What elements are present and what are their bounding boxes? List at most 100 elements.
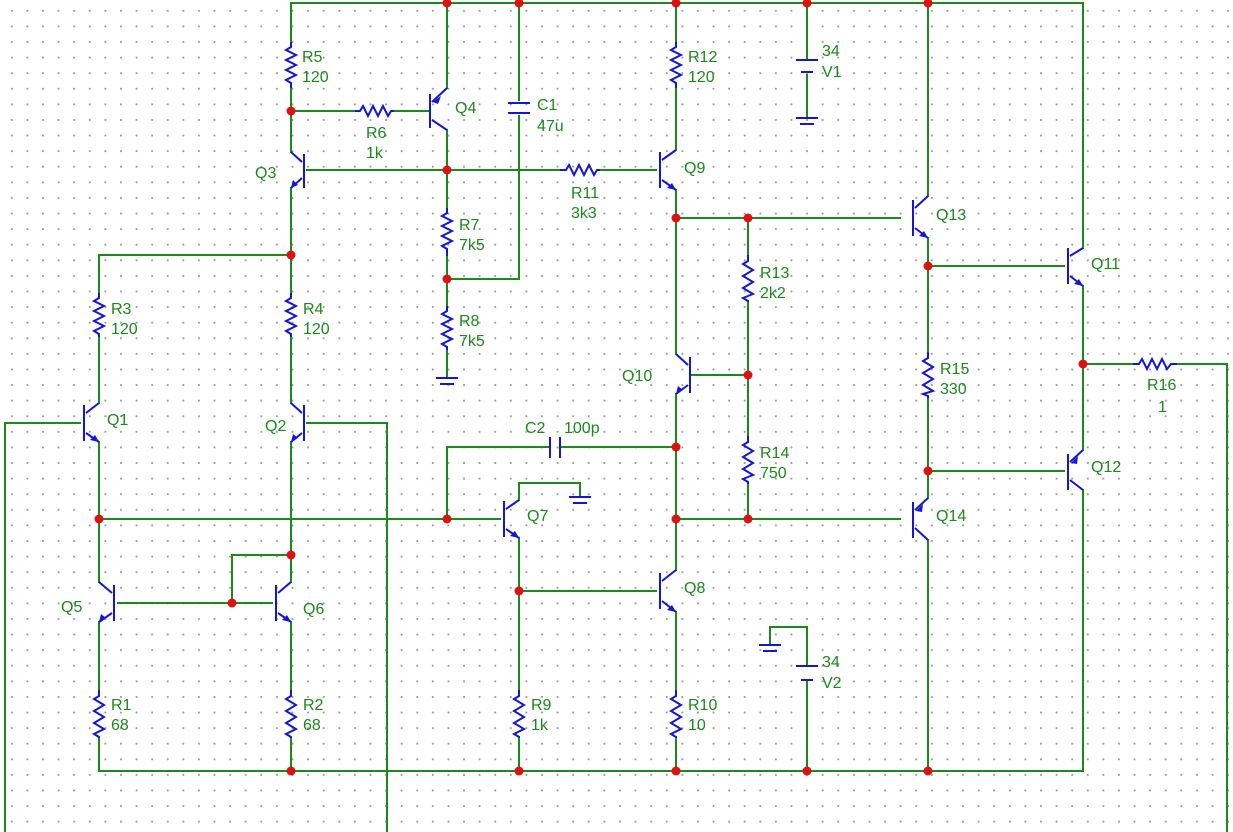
resistor-r15[interactable] bbox=[919, 352, 936, 398]
resistor-r2[interactable] bbox=[283, 690, 299, 738]
grounds bbox=[436, 117, 818, 652]
label-r1-id: R1 bbox=[111, 697, 132, 714]
label-q4: Q4 bbox=[455, 100, 476, 117]
label-v2-value: 34 bbox=[822, 654, 840, 671]
label-q12: Q12 bbox=[1091, 459, 1121, 476]
transistor-q3[interactable] bbox=[290, 151, 305, 189]
label-r11-id: R11 bbox=[571, 185, 599, 202]
label-r15-value: 330 bbox=[940, 381, 967, 398]
label-r3-value: 120 bbox=[111, 321, 138, 338]
label-r14-id: R14 bbox=[760, 445, 789, 462]
label-q3: Q3 bbox=[255, 165, 276, 182]
resistor-r4[interactable] bbox=[283, 293, 299, 337]
label-c2-id: C2 bbox=[525, 420, 546, 437]
transistor-q5[interactable] bbox=[98, 581, 115, 623]
label-q11: Q11 bbox=[1091, 256, 1120, 273]
label-r14-value: 750 bbox=[760, 465, 787, 482]
resistor-r8[interactable] bbox=[439, 306, 455, 350]
label-r7-value: 7k5 bbox=[459, 237, 485, 254]
resistor-r12[interactable] bbox=[668, 42, 684, 88]
ground-icon bbox=[796, 117, 818, 125]
resistor-r9[interactable] bbox=[511, 690, 527, 738]
label-r2-value: 68 bbox=[303, 717, 321, 734]
label-r8-id: R8 bbox=[459, 313, 480, 330]
voltage-source-v1[interactable] bbox=[796, 59, 818, 73]
label-r13-id: R13 bbox=[760, 265, 789, 282]
capacitor-c2[interactable] bbox=[549, 437, 561, 458]
label-q8: Q8 bbox=[684, 580, 705, 597]
resistor-r7[interactable] bbox=[439, 208, 455, 256]
label-r15-id: R15 bbox=[940, 361, 969, 378]
label-r13-value: 2k2 bbox=[760, 285, 786, 302]
label-r11-value: 3k3 bbox=[571, 205, 597, 222]
label-q1: Q1 bbox=[107, 412, 128, 429]
resistor-r1[interactable] bbox=[91, 690, 107, 738]
transistor-q14[interactable] bbox=[912, 497, 929, 541]
label-q13: Q13 bbox=[936, 207, 966, 224]
label-r10-id: R10 bbox=[688, 697, 717, 714]
transistor-q4[interactable] bbox=[429, 87, 448, 131]
resistor-r3[interactable] bbox=[91, 293, 107, 337]
label-r12-value: 120 bbox=[688, 69, 715, 86]
label-v2-id: V2 bbox=[822, 675, 842, 692]
label-q2: Q2 bbox=[265, 418, 286, 435]
ground-icon bbox=[569, 496, 591, 504]
label-q5: Q5 bbox=[61, 599, 82, 616]
transistor-q13[interactable] bbox=[912, 195, 929, 239]
transistors bbox=[83, 87, 1084, 623]
label-r7-id: R7 bbox=[459, 217, 480, 234]
resistor-r16[interactable] bbox=[1133, 356, 1177, 372]
label-q10: Q10 bbox=[622, 368, 652, 385]
label-r12-id: R12 bbox=[688, 49, 717, 66]
label-q7: Q7 bbox=[527, 508, 548, 525]
label-r16-value: 1 bbox=[1158, 399, 1167, 416]
voltage-source-v2[interactable] bbox=[796, 665, 818, 681]
label-r5-value: 120 bbox=[302, 69, 329, 86]
transistor-q8[interactable] bbox=[659, 569, 677, 613]
label-v1-id: V1 bbox=[822, 64, 842, 81]
transistor-q1[interactable] bbox=[83, 402, 100, 443]
label-q6: Q6 bbox=[303, 601, 324, 618]
resistor-r14[interactable] bbox=[740, 436, 756, 484]
label-r5-id: R5 bbox=[302, 49, 323, 66]
capacitors bbox=[508, 102, 561, 458]
component-labels: R5 120 R6 1k R7 7k5 R8 7k5 R3 120 R4 120… bbox=[61, 43, 1176, 734]
transistor-q6[interactable] bbox=[275, 581, 292, 623]
transistor-q11[interactable] bbox=[1067, 247, 1084, 287]
label-c1-value: 47u bbox=[537, 118, 564, 135]
resistor-r13[interactable] bbox=[740, 255, 756, 302]
resistors bbox=[91, 42, 1177, 738]
transistor-q2[interactable] bbox=[290, 402, 305, 443]
label-r8-value: 7k5 bbox=[459, 333, 485, 350]
ground-icon bbox=[759, 644, 781, 652]
transistor-q9[interactable] bbox=[659, 149, 677, 191]
resistor-r5[interactable] bbox=[283, 42, 299, 88]
label-q9: Q9 bbox=[684, 160, 705, 177]
label-c2-value: 100p bbox=[564, 420, 600, 437]
label-r1-value: 68 bbox=[111, 717, 129, 734]
label-q14: Q14 bbox=[936, 508, 966, 525]
capacitor-c1[interactable] bbox=[508, 102, 530, 114]
transistor-q10[interactable] bbox=[675, 353, 691, 395]
wires bbox=[4, 2, 1228, 832]
transistor-q7[interactable] bbox=[503, 499, 520, 539]
label-r2-id: R2 bbox=[303, 697, 324, 714]
label-r6-value: 1k bbox=[366, 145, 384, 162]
resistor-r6[interactable] bbox=[355, 103, 394, 119]
label-r9-id: R9 bbox=[531, 697, 552, 714]
label-v1-value: 34 bbox=[822, 43, 840, 60]
sources bbox=[796, 59, 818, 681]
junction-nodes bbox=[94, 0, 1088, 776]
label-r4-value: 120 bbox=[303, 321, 330, 338]
label-r9-value: 1k bbox=[531, 717, 549, 734]
label-r6-id: R6 bbox=[366, 125, 387, 142]
label-r4-id: R4 bbox=[303, 301, 324, 318]
label-r3-id: R3 bbox=[111, 301, 132, 318]
label-c1-id: C1 bbox=[537, 97, 558, 114]
resistor-r11[interactable] bbox=[560, 162, 600, 178]
transistor-q12[interactable] bbox=[1067, 449, 1084, 491]
resistor-r10[interactable] bbox=[668, 690, 684, 738]
ground-icon bbox=[436, 377, 458, 385]
label-r10-value: 10 bbox=[688, 717, 706, 734]
